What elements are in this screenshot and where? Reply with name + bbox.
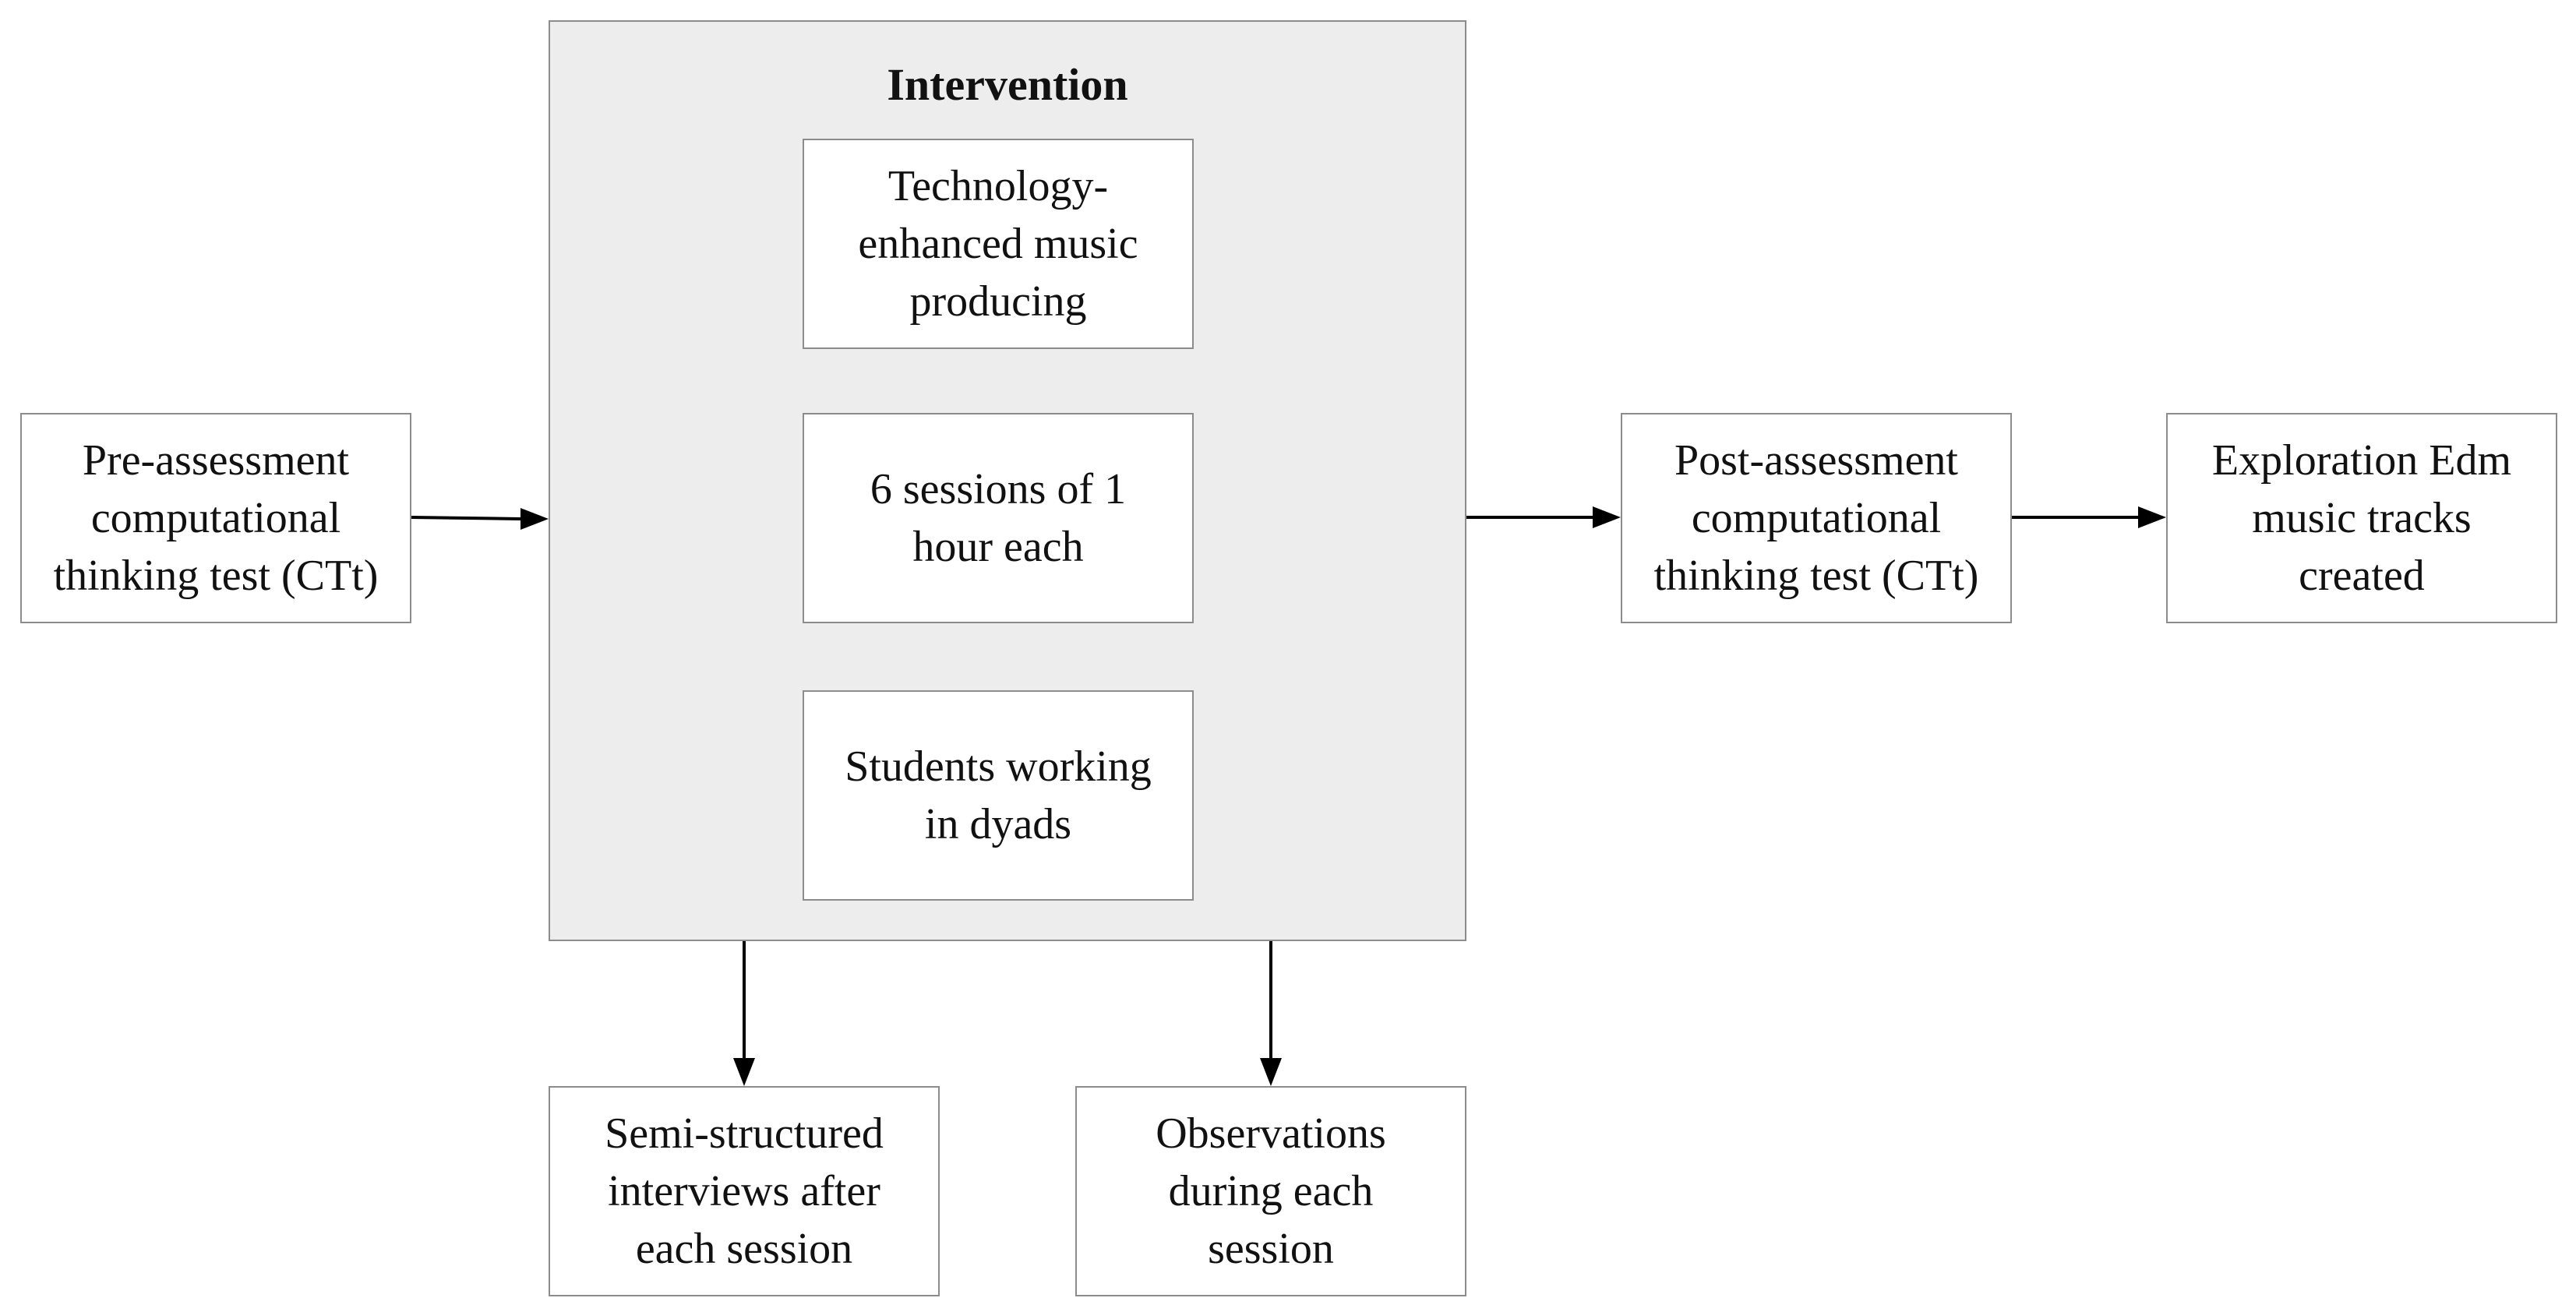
- arrowhead-post-to-exploration: [2138, 506, 2166, 528]
- interviews-label: Semi-structured interviews after each se…: [605, 1109, 884, 1273]
- post-assessment-label: Post-assessment computational thinking t…: [1653, 436, 1979, 600]
- intervention-item-sessions-label: 6 sessions of 1 hour each: [870, 465, 1127, 571]
- post-assessment-box: Post-assessment computational thinking t…: [1621, 413, 2012, 623]
- arrowhead-intervention-to-observations: [1260, 1058, 1282, 1086]
- intervention-title: Intervention: [887, 59, 1128, 110]
- pre-assessment-box: Pre-assessment computational thinking te…: [20, 413, 411, 623]
- intervention-item-dyads: Students working in dyads: [803, 690, 1194, 901]
- intervention-item-music-producing-label: Technology- enhanced music producing: [858, 162, 1138, 326]
- intervention-item-sessions: 6 sessions of 1 hour each: [803, 413, 1194, 623]
- arrowhead-intervention-to-interviews: [733, 1058, 755, 1086]
- exploration-label: Exploration Edm music tracks created: [2211, 436, 2512, 600]
- pre-assessment-label: Pre-assessment computational thinking te…: [53, 436, 379, 600]
- exploration-box: Exploration Edm music tracks created: [2166, 413, 2557, 623]
- intervention-item-music-producing: Technology- enhanced music producing: [803, 139, 1194, 349]
- interviews-box: Semi-structured interviews after each se…: [549, 1086, 940, 1296]
- observations-label: Observations during each session: [1156, 1109, 1386, 1273]
- intervention-item-dyads-label: Students working in dyads: [845, 742, 1152, 848]
- arrowhead-pre-to-intervention: [520, 508, 549, 530]
- arrow-pre-to-intervention: [411, 516, 521, 520]
- observations-box: Observations during each session: [1075, 1086, 1466, 1296]
- arrowhead-intervention-to-post: [1593, 506, 1621, 528]
